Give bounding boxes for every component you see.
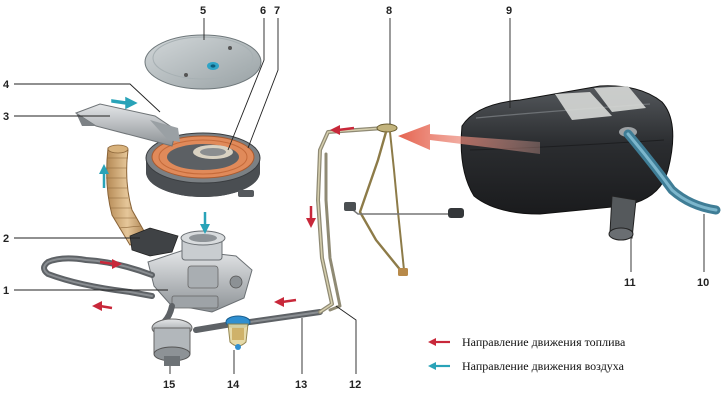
callout-10: 10 [697,277,709,289]
callout-14: 14 [227,379,240,391]
warm-air-shroud [129,227,179,257]
callout-numbers: 1 2 3 4 5 6 7 8 9 10 11 12 13 14 15 [3,5,709,391]
callout-3: 3 [3,111,9,123]
air-filter-lid [144,34,262,90]
air-filter-housing [145,132,261,197]
large-flow-arrow [398,124,540,154]
legend-air-label: Направление движения воздуха [462,359,625,373]
legend-air-entry: Направление движения воздуха [428,359,625,373]
fuel-flow-arrows [92,125,355,311]
fuel-flow-arrow-icon [428,338,450,346]
callout-5: 5 [200,5,206,17]
carburetor [147,230,253,313]
filler-neck-hose [623,129,721,215]
fuel-tank [460,85,674,241]
legend-fuel-entry: Направление движения топлива [428,335,626,349]
air-intake-pipe [74,103,180,147]
callout-15: 15 [163,379,175,391]
callout-6: 6 [260,5,266,17]
callout-2: 2 [3,233,9,245]
fuel-level-sender [344,123,464,276]
fuel-lines [316,126,386,314]
callout-12: 12 [349,379,361,391]
callout-4: 4 [3,79,10,91]
legend-fuel-label: Направление движения топлива [462,335,626,349]
air-flow-arrow-icon [428,362,450,370]
leader-lines [14,18,705,374]
callout-7: 7 [274,5,280,17]
callout-1: 1 [3,285,9,297]
legend: Направление движения топлива Направление… [428,335,626,373]
air-flow-arrows [99,96,210,234]
callout-9: 9 [506,5,512,17]
fuel-pump [151,318,193,366]
fuel-filter [225,315,251,350]
callout-11: 11 [624,277,636,289]
callout-8: 8 [386,5,392,17]
warm-air-corrugated-tube [106,144,149,246]
callout-13: 13 [295,379,307,391]
